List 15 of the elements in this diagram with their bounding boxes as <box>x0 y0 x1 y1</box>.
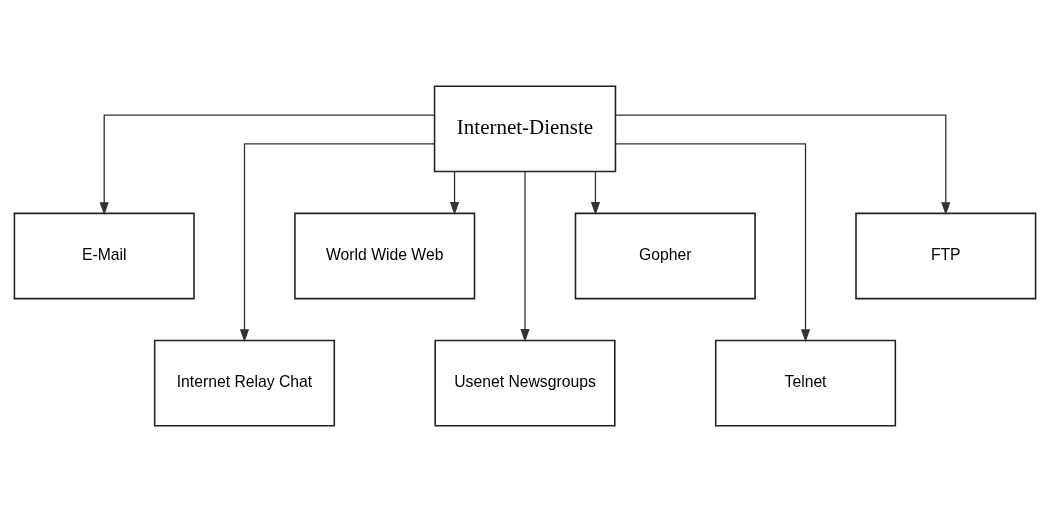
node-box: E-Mail <box>13 212 195 299</box>
node-box: World Wide Web <box>294 212 476 299</box>
node-box: Internet-Dienste <box>433 84 617 172</box>
arrow <box>99 113 435 215</box>
arrow <box>615 113 951 215</box>
arrow <box>590 170 601 215</box>
arrow <box>615 142 811 342</box>
node-box: FTP <box>855 212 1037 299</box>
arrow <box>520 170 530 342</box>
node-box: Internet Relay Chat <box>153 339 336 427</box>
arrow <box>449 170 460 215</box>
node-box: Telnet <box>714 339 897 427</box>
node-box: Gopher <box>574 212 756 299</box>
arrow <box>239 142 435 342</box>
node-box: Usenet Newsgroups <box>434 339 616 427</box>
